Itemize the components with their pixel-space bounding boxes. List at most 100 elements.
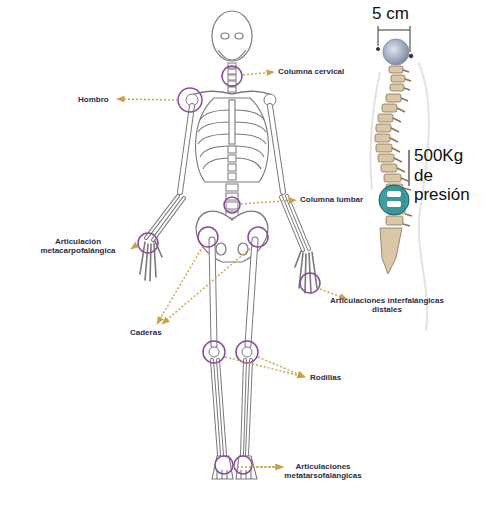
pressure-highlight — [387, 191, 401, 197]
vertebra — [378, 114, 393, 122]
joint-highlight — [203, 341, 225, 363]
leg-bones — [212, 360, 251, 455]
joint-highlight — [222, 66, 242, 86]
vertebra — [381, 164, 397, 172]
ribcage — [234, 158, 261, 169]
ribcage — [198, 134, 230, 144]
ribcage — [195, 98, 268, 182]
vertebra — [384, 174, 401, 182]
leg-bones — [212, 240, 255, 345]
joint-label: Columna cervical — [278, 67, 373, 76]
spine — [226, 146, 238, 218]
leader-line — [225, 357, 305, 377]
clavicles — [232, 91, 272, 95]
joint-highlight — [138, 66, 320, 474]
vertebra — [380, 228, 402, 274]
joint-highlight — [234, 456, 252, 474]
leader-line — [131, 244, 138, 249]
pressure-highlight — [379, 185, 409, 215]
leg-bones — [212, 360, 251, 455]
vertebra — [382, 104, 397, 112]
skull — [221, 33, 229, 39]
joint-highlight — [138, 233, 158, 253]
pressure-highlight — [387, 201, 401, 207]
leader-line — [117, 99, 178, 100]
vertebra — [378, 154, 394, 162]
ribcage — [203, 158, 230, 169]
vertebra — [386, 216, 403, 225]
joint-label: Columna lumbar — [300, 195, 385, 204]
hand-bones — [140, 241, 162, 281]
ribcage — [200, 146, 230, 157]
leader-line — [117, 72, 347, 467]
joint-highlight — [215, 456, 233, 474]
spine — [226, 202, 238, 209]
vertebra — [391, 75, 405, 82]
joint-highlight — [248, 227, 268, 247]
ribcage — [195, 98, 268, 182]
arm-bones — [146, 94, 309, 250]
leader-line — [233, 466, 283, 467]
ribcage — [234, 134, 266, 144]
joint-label: Articulaciones interfalángicas distales — [325, 296, 449, 314]
skull — [212, 11, 252, 61]
vertebra — [386, 94, 401, 102]
cervical-vertebrae — [228, 87, 236, 92]
leader-line — [157, 246, 203, 324]
pressure-highlight — [379, 150, 409, 215]
joint-highlight — [224, 197, 240, 213]
ribcage — [234, 122, 266, 132]
spine — [228, 155, 236, 162]
leg-bones — [209, 240, 255, 455]
joint-highlight — [198, 227, 218, 247]
pressure-label: 500Kg de presión — [414, 146, 480, 205]
leader-line — [241, 200, 296, 204]
joint-label: Articulaciones metatarsofalángicas — [268, 462, 378, 480]
ribcage — [200, 110, 230, 120]
dimension-mark — [377, 48, 380, 51]
skull — [218, 50, 246, 60]
pelvis — [238, 243, 248, 255]
pressure-highlight — [408, 150, 409, 186]
head-sphere — [383, 39, 409, 65]
vertebra — [376, 124, 391, 132]
cervical-vertebrae — [228, 63, 236, 92]
vertebra — [390, 84, 404, 91]
spine — [226, 184, 238, 191]
joint-label: Articulación metacarpofalángica — [26, 237, 130, 255]
vertebra — [375, 134, 390, 142]
cervical-vertebrae — [228, 69, 236, 74]
cervical-vertebrae — [228, 75, 236, 80]
joint-highlight — [178, 88, 202, 112]
skull — [235, 33, 243, 39]
joint-label: Rodillas — [310, 373, 358, 382]
dimension-mark — [409, 54, 413, 58]
arm-bones — [146, 196, 309, 250]
joint-label: Hombro — [78, 95, 118, 104]
leg-bones — [242, 347, 252, 357]
vertebra — [376, 144, 392, 152]
arm-bones — [180, 106, 283, 192]
skull — [212, 11, 252, 61]
pelvis — [216, 243, 226, 255]
clavicles — [192, 91, 272, 95]
ribcage — [234, 110, 264, 120]
hand-bones — [295, 251, 317, 293]
head-sphere — [383, 39, 409, 65]
dimension-label: 5 cm — [372, 4, 442, 24]
ribcage — [229, 100, 235, 144]
leader-line — [252, 466, 283, 467]
joint-label: Caderas — [130, 328, 178, 337]
leg-bones — [212, 240, 255, 345]
leg-bones — [209, 347, 219, 357]
vertebra — [389, 66, 403, 73]
spine — [228, 173, 236, 180]
joint-highlight — [300, 273, 320, 293]
leader-line — [162, 246, 253, 324]
joint-highlight — [236, 341, 258, 363]
leader-line — [243, 72, 274, 75]
ribcage — [198, 122, 230, 132]
arm-bones — [146, 196, 309, 250]
